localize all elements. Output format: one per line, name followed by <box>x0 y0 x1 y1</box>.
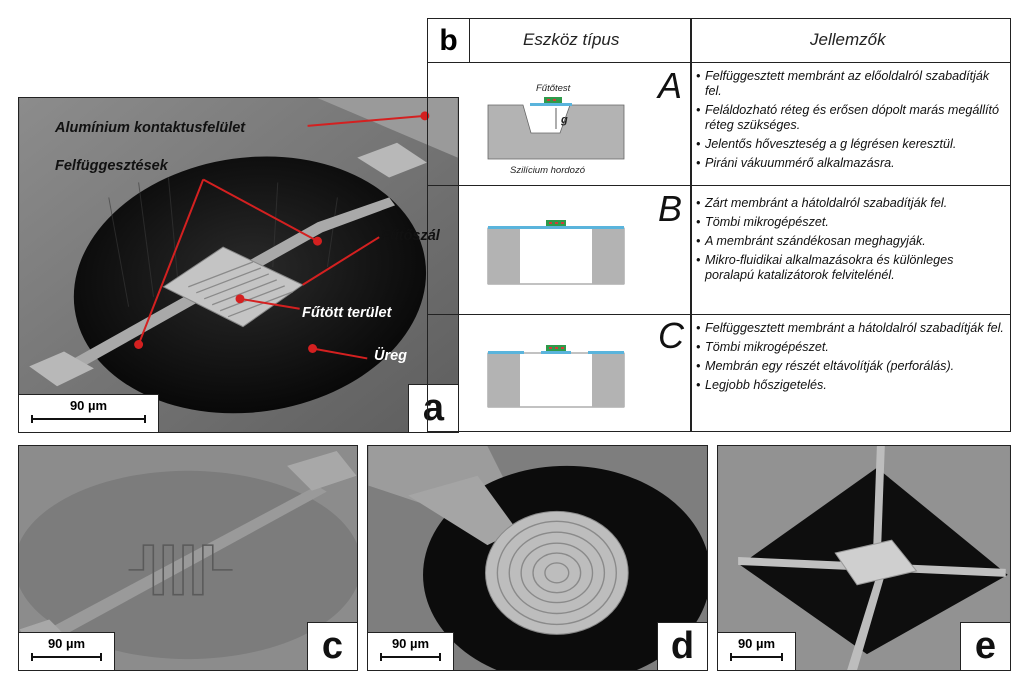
scale-label-d: 90 µm <box>391 636 430 651</box>
diagram-a-gap-label: g <box>560 114 568 126</box>
column-divider <box>690 186 692 314</box>
table-row-a: Fűtőtest g Szilícium hordozó A Felfügges… <box>428 63 1010 186</box>
feature-a-3: Jelentős hőveszteség a g légrésen keresz… <box>696 137 1004 152</box>
scale-line-a <box>31 415 146 423</box>
scale-label-e: 90 µm <box>737 636 776 651</box>
scale-bar-d: 90 µm <box>368 632 454 670</box>
scale-line-c <box>31 653 102 661</box>
panel-letter-a: a <box>408 384 458 432</box>
features-list-a: Felfüggesztett membránt az előoldalról s… <box>696 69 1004 175</box>
label-heated-area: Fűtött terület <box>302 305 392 321</box>
feature-c-4: Legjobb hőszigetelés. <box>696 378 1004 393</box>
label-cavity: Üreg <box>374 348 408 364</box>
feature-a-4: Piráni vákuummérő alkalmazásra. <box>696 156 1004 171</box>
column-divider <box>690 63 692 185</box>
label-filament: Fűtőszál <box>381 228 440 244</box>
panel-a: Alumínium kontaktusfelület Felfüggesztés… <box>18 97 459 433</box>
panel-e: 90 µm e <box>717 445 1011 671</box>
feature-a-2: Feláldozható réteg és erősen dópolt mará… <box>696 103 1004 133</box>
feature-b-1: Zárt membránt a hátoldalról szabadítják … <box>696 196 1004 211</box>
header-device-type: Eszköz típus <box>523 30 620 49</box>
scale-label-a: 90 µm <box>69 398 108 413</box>
feature-b-2: Tömbi mikrogépészet. <box>696 215 1004 230</box>
panel-letter-d: d <box>657 622 707 670</box>
feature-c-1: Felfüggesztett membránt a hátoldalról sz… <box>696 321 1004 336</box>
feature-a-1: Felfüggesztett membránt az előoldalról s… <box>696 69 1004 99</box>
table-header-row: b Eszköz típus Jellemzők <box>428 19 1010 63</box>
panel-letter-c: c <box>307 622 357 670</box>
feature-b-3: A membránt szándékosan meghagyják. <box>696 234 1004 249</box>
feature-b-4: Mikro-fluidikai alkalmazásokra és különl… <box>696 253 1004 283</box>
sem-image-d <box>368 446 707 670</box>
label-aluminium-contact: Alumínium kontaktusfelület <box>55 120 246 136</box>
feature-c-3: Membrán egy részét eltávolítják (perforá… <box>696 359 1004 374</box>
type-letter-b: B <box>658 188 683 229</box>
scale-bar-a: 90 µm <box>19 394 159 432</box>
table-row-b: B Zárt membránt a hátoldalról szabadítjá… <box>428 186 1010 315</box>
sem-image-a <box>19 98 458 432</box>
type-letter-a: A <box>658 65 683 106</box>
diagram-b <box>487 220 625 285</box>
column-divider <box>690 315 692 431</box>
table-row-c: C Felfüggesztett membránt a hátoldalról … <box>428 315 1010 431</box>
panel-letter-e: e <box>960 622 1010 670</box>
label-suspensions: Felfüggesztések <box>55 158 168 174</box>
features-list-c: Felfüggesztett membránt a hátoldalról sz… <box>696 321 1004 397</box>
column-divider <box>690 19 692 62</box>
scale-line-e <box>730 653 783 661</box>
scale-label-c: 90 µm <box>47 636 86 651</box>
scale-bar-e: 90 µm <box>718 632 796 670</box>
diagram-a: Fűtőtest g Szilícium hordozó <box>487 83 625 176</box>
diagram-c <box>487 345 625 408</box>
panel-d: 90 µm d <box>367 445 708 671</box>
scale-line-d <box>380 653 441 661</box>
panel-b-table: b Eszköz típus Jellemzők Fűtőtest g Szil… <box>427 18 1011 432</box>
type-letter-c: C <box>658 315 684 356</box>
header-features: Jellemzők <box>810 30 886 49</box>
panel-c: 90 µm c <box>18 445 358 671</box>
scale-bar-c: 90 µm <box>19 632 115 670</box>
panel-letter-b: b <box>428 19 470 63</box>
feature-c-2: Tömbi mikrogépészet. <box>696 340 1004 355</box>
diagram-a-heater-label: Fűtőtest <box>536 83 571 94</box>
diagram-a-substrate-label: Szilícium hordozó <box>510 165 586 176</box>
features-list-b: Zárt membránt a hátoldalról szabadítják … <box>696 196 1004 287</box>
